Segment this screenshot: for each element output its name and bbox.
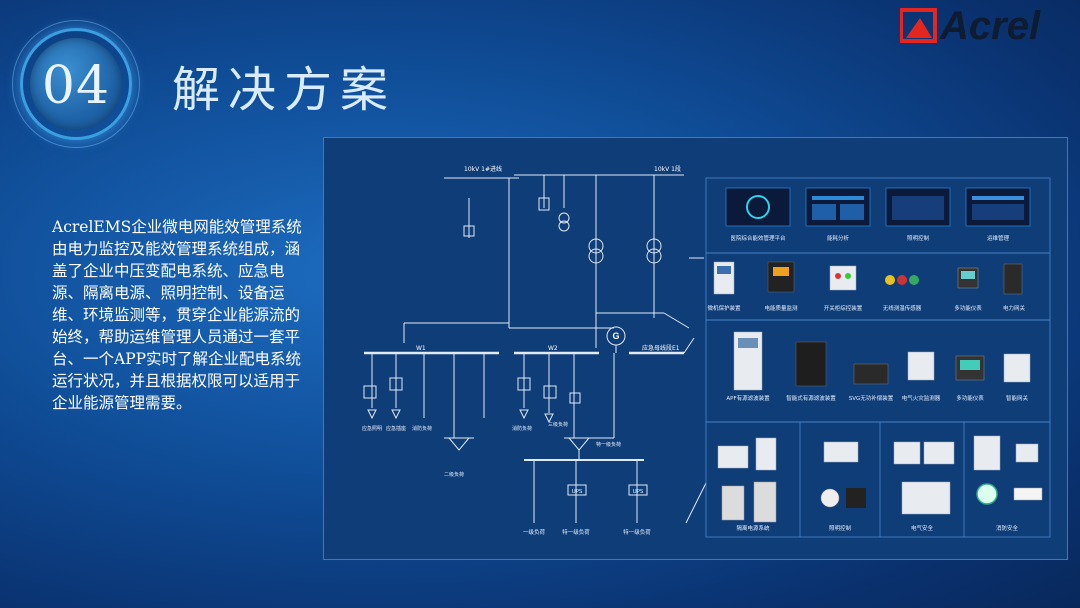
software-label: 医院综合能效管理平台 <box>730 234 786 242</box>
system-diagram-panel: 10kV 1#进线 10kV 1段 W1 W2 应急母线段E1 G UPS UP… <box>323 137 1068 560</box>
device-label: 多功能仪表 <box>954 304 982 312</box>
brand-name: Acrel <box>940 4 1041 48</box>
single-line-diagram <box>363 174 707 524</box>
device-label: 多功能仪表 <box>956 394 984 402</box>
software-label: 运维管理 <box>987 234 1010 242</box>
generator-symbol: G <box>612 331 619 341</box>
group-label: 电气安全 <box>911 524 934 532</box>
group-label: 照明控制 <box>829 524 852 532</box>
device-icons-row2 <box>733 331 1031 391</box>
system-diagram: 10kV 1#进线 10kV 1段 W1 W2 应急母线段E1 G UPS UP… <box>362 165 1051 538</box>
section-badge: 04 <box>12 20 140 148</box>
device-label: 开关柜综控装置 <box>824 304 863 312</box>
software-label: 能耗分析 <box>827 234 850 242</box>
device-label: SVG无功补偿装置 <box>849 394 894 402</box>
load-label: 消防负荷 <box>512 425 532 432</box>
product-panel-frames <box>705 177 1051 538</box>
ups-label-1: UPS <box>572 489 583 495</box>
software-label: 照明控制 <box>907 234 930 242</box>
device-label: 智能式有源滤波装置 <box>786 394 836 402</box>
device-label: 电力网关 <box>1003 304 1026 312</box>
badge-outer-ring <box>12 20 140 148</box>
group-label: 隔离电源系统 <box>736 524 770 532</box>
load-label: 特一级负荷 <box>562 528 590 536</box>
load-label: 三级负荷 <box>548 421 568 428</box>
device-label: APF有源滤波装置 <box>726 394 770 402</box>
device-label: 电能质量监测 <box>764 304 798 312</box>
badge-core <box>30 38 122 130</box>
brand-logo: Acrel <box>900 4 1070 50</box>
page-title: 解决方案 <box>172 62 397 118</box>
ups-label-2: UPS <box>633 489 644 495</box>
bus-label-incoming-2: 10kV 1段 <box>654 165 681 173</box>
bus-label-emergency: 应急母线段E1 <box>642 344 680 352</box>
device-icons-groups <box>717 435 1043 523</box>
load-label: 应急照明 <box>362 425 382 432</box>
brand-mark-icon <box>900 8 937 43</box>
load-label: 一级负荷 <box>523 528 546 536</box>
load-label: 特一级负荷 <box>623 528 651 536</box>
device-icons-row1 <box>713 261 1023 295</box>
load-label: 特一级负荷 <box>596 441 621 448</box>
device-label: 微机保护装置 <box>707 304 741 312</box>
device-label: 无线测温传感器 <box>883 304 922 312</box>
group-label: 消防安全 <box>996 524 1019 532</box>
bus-label-w2: W2 <box>548 345 558 352</box>
bus-label-incoming-1: 10kV 1#进线 <box>464 165 502 173</box>
load-label: 消防负荷 <box>412 425 432 432</box>
load-label: 二级负荷 <box>444 471 464 478</box>
device-label: 电气火灾监测器 <box>902 394 941 402</box>
badge-glow-ring <box>20 28 132 140</box>
software-screens <box>725 187 1031 227</box>
section-number: 04 <box>41 56 111 116</box>
device-label: 智能网关 <box>1006 394 1029 402</box>
solution-description: AcrelEMS企业微电网能效管理系统由电力监控及能效管理系统组成，涵盖了企业中… <box>52 218 302 412</box>
bus-label-w1: W1 <box>416 345 426 352</box>
load-label: 应急插座 <box>386 425 406 432</box>
